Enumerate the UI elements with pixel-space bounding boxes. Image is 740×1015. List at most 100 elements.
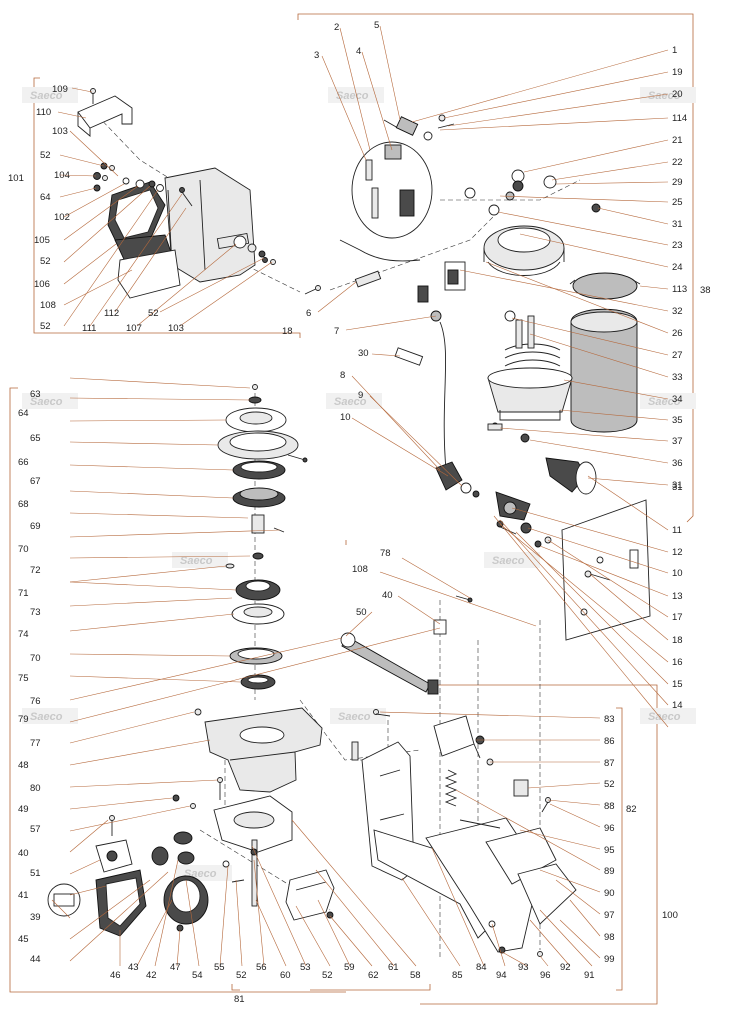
callout-61: 61 xyxy=(388,962,399,973)
callout-2: 2 xyxy=(334,22,339,33)
svg-text:Saeco: Saeco xyxy=(30,90,63,102)
callout-5: 5 xyxy=(374,20,379,31)
group-brackets xyxy=(9,13,694,1005)
callout-107: 107 xyxy=(126,323,142,334)
callout-24: 24 xyxy=(672,262,683,273)
callout-17: 17 xyxy=(672,612,683,623)
callout-11: 11 xyxy=(672,525,682,536)
watermark: Saeco xyxy=(22,708,78,724)
callout-80: 80 xyxy=(30,783,41,794)
callout-52: 52 xyxy=(322,970,333,981)
callout-14: 14 xyxy=(672,700,683,711)
callout-52: 52 xyxy=(236,970,247,981)
callout-113: 113 xyxy=(672,284,687,295)
svg-text:Saeco: Saeco xyxy=(648,396,681,408)
callout-81: 81 xyxy=(234,994,245,1005)
callout-10: 10 xyxy=(672,568,683,579)
callout-46: 46 xyxy=(110,970,121,981)
detail-callout-circle xyxy=(47,883,81,917)
bracket-82 xyxy=(616,707,623,991)
grinder-housing xyxy=(204,707,323,793)
base-tray xyxy=(117,249,181,299)
callout-64: 64 xyxy=(18,408,29,419)
leader-lines xyxy=(51,25,669,967)
callout-96: 96 xyxy=(540,970,551,981)
callout-88: 88 xyxy=(604,801,615,812)
callout-109: 109 xyxy=(52,84,68,95)
callout-9: 9 xyxy=(358,390,363,401)
svg-text:Saeco: Saeco xyxy=(180,555,213,567)
callout-63: 63 xyxy=(30,389,41,400)
callout-104: 104 xyxy=(54,170,70,181)
callout-3: 3 xyxy=(314,50,319,61)
callout-47: 47 xyxy=(170,962,181,973)
worm-shaft xyxy=(341,635,431,693)
callout-18: 18 xyxy=(282,326,293,337)
mounting-plate xyxy=(561,499,651,641)
callout-98: 98 xyxy=(604,932,615,943)
callout-112: 112 xyxy=(104,308,119,319)
callout-51: 51 xyxy=(30,868,41,879)
callout-111: 111 xyxy=(82,323,96,334)
callout-15: 15 xyxy=(672,679,683,690)
callout-95: 95 xyxy=(604,845,615,856)
clamp-bracket xyxy=(285,869,335,921)
callout-31: 31 xyxy=(672,482,683,493)
gearbox-frame xyxy=(164,167,256,283)
callout-26: 26 xyxy=(672,328,683,339)
callout-6: 6 xyxy=(306,308,311,319)
watermark: Saeco xyxy=(22,393,78,409)
callout-59: 59 xyxy=(344,962,355,973)
watermark: Saeco xyxy=(328,87,384,103)
callout-40: 40 xyxy=(18,848,29,859)
callout-39: 39 xyxy=(30,912,41,923)
callout-32: 32 xyxy=(672,306,683,317)
callout-77: 77 xyxy=(30,738,41,749)
callout-76: 76 xyxy=(30,696,41,707)
callout-108: 108 xyxy=(352,564,368,575)
callout-79: 79 xyxy=(18,714,29,725)
callout-70: 70 xyxy=(30,653,41,664)
detail-callout-circle xyxy=(351,141,433,239)
callout-52: 52 xyxy=(604,779,615,790)
bracket-101 xyxy=(33,77,301,338)
callout-38: 38 xyxy=(700,285,711,296)
watermark: Saeco xyxy=(640,393,696,409)
callout-106: 106 xyxy=(34,279,50,290)
callout-91: 91 xyxy=(584,970,595,981)
bracket-100 xyxy=(345,540,658,1005)
callout-34: 34 xyxy=(672,394,683,405)
callout-8: 8 xyxy=(340,370,345,381)
callout-65: 65 xyxy=(30,433,41,444)
callout-90: 90 xyxy=(604,888,615,899)
water-pipe xyxy=(439,321,447,471)
callout-52: 52 xyxy=(40,321,51,332)
callout-37: 37 xyxy=(672,436,683,447)
callout-62: 62 xyxy=(368,970,379,981)
callout-75: 75 xyxy=(18,673,29,684)
watermark: Saeco xyxy=(640,708,696,724)
callout-105: 105 xyxy=(34,235,50,246)
callout-36: 36 xyxy=(672,458,683,469)
callout-92: 92 xyxy=(560,962,571,973)
svg-text:Saeco: Saeco xyxy=(338,711,371,723)
callout-23: 23 xyxy=(672,240,683,251)
callout-33: 33 xyxy=(672,372,683,383)
callout-1: 1 xyxy=(672,45,677,56)
bracket-81 xyxy=(231,984,431,991)
support-plate xyxy=(517,863,577,925)
callout-103: 103 xyxy=(168,323,184,334)
callout-74: 74 xyxy=(18,629,29,640)
callout-72: 72 xyxy=(30,565,41,576)
callout-42: 42 xyxy=(146,970,157,981)
svg-text:Saeco: Saeco xyxy=(30,396,63,408)
bracket-plate xyxy=(77,95,133,129)
callout-13: 13 xyxy=(672,591,683,602)
callout-35: 35 xyxy=(672,415,683,426)
callout-83: 83 xyxy=(604,714,615,725)
callout-57: 57 xyxy=(30,824,41,835)
callout-108: 108 xyxy=(40,300,56,311)
brew-group-assembly xyxy=(351,709,577,957)
callout-68: 68 xyxy=(18,499,29,510)
